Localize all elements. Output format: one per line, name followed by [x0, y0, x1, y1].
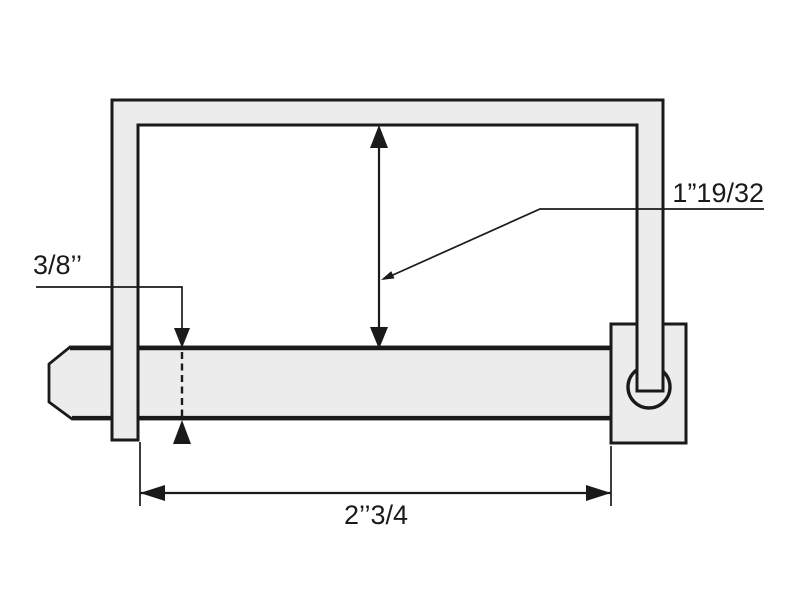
height-dimension: 1”19/32	[370, 125, 764, 349]
height-leader-line	[383, 208, 764, 280]
bail-handle	[110, 98, 665, 442]
diameter-dimension: 3/8’’	[33, 250, 191, 444]
length-dimension: 2’’3/4	[139, 442, 612, 530]
arrow-right-icon	[586, 485, 611, 501]
length-dimension-label: 2’’3/4	[344, 500, 408, 530]
height-dimension-label: 1”19/32	[672, 178, 764, 208]
arrow-down-icon	[370, 327, 388, 349]
arrow-up-icon	[173, 420, 191, 444]
pin	[47, 345, 613, 421]
arrow-up-icon	[370, 125, 388, 148]
diameter-dimension-label: 3/8’’	[33, 250, 82, 280]
diameter-leader-line	[36, 286, 183, 330]
leader-arrow-icon	[381, 271, 395, 280]
arrow-down-icon	[174, 328, 190, 348]
arrow-left-icon	[140, 485, 165, 501]
